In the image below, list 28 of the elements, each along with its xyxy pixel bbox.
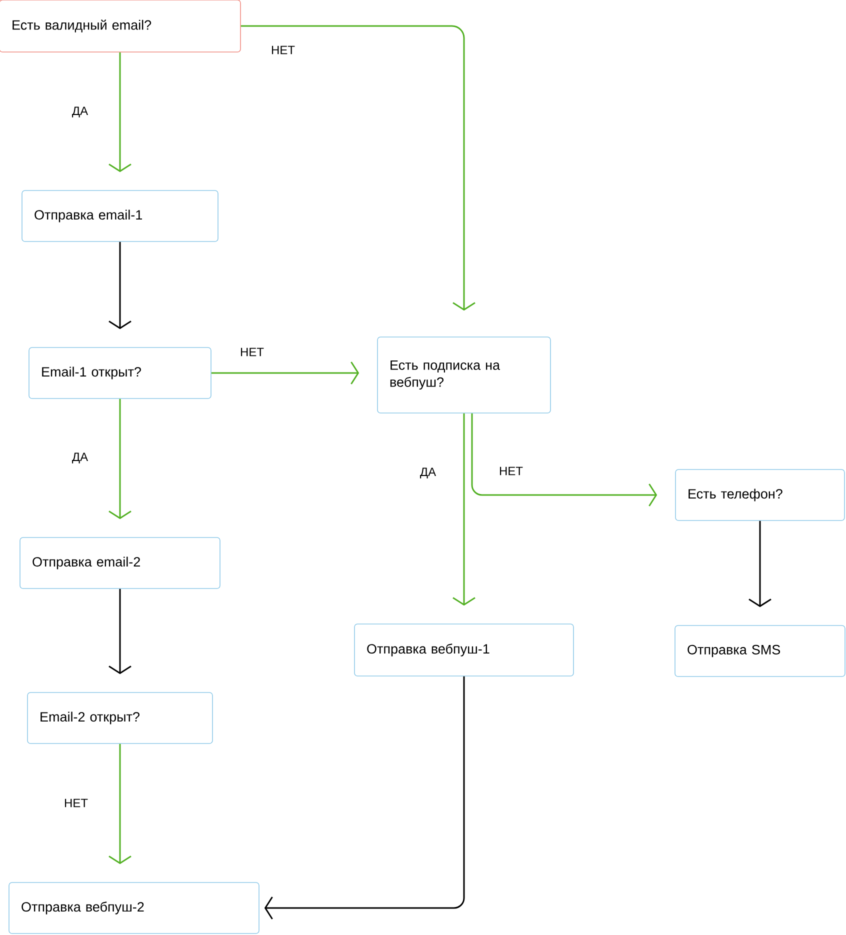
edge-label: НЕТ [63,798,89,808]
edge-label: НЕТ [270,44,296,56]
process-box: Отправка SMS [674,625,846,677]
arrow [108,588,132,674]
arrow [264,676,465,920]
edge-label: ДА [418,466,438,480]
process-box: Отправка вебпуш-1 [354,624,574,676]
decision-box: Email-2 открыт? [27,692,213,744]
arrow [471,413,658,506]
arrow [748,520,772,608]
arrow [211,362,360,384]
decision-box: Есть валидный email? [0,0,241,52]
arrow [452,413,476,606]
arrow [108,744,132,864]
arrow [108,52,132,172]
edge-label: ДА [70,452,90,464]
process-box: Отправка email-1 [22,190,218,242]
edge-label: НЕТ [498,466,524,476]
arrow [108,398,132,520]
decision-box: Email-1 открыт? [28,347,212,399]
arrow [108,242,132,330]
arrow [240,25,476,311]
process-box: Отправка email-2 [20,537,220,589]
process-box: Отправка вебпуш-2 [8,882,260,934]
edge-label: НЕТ [239,346,265,358]
edge-label: ДА [70,106,90,118]
decision-box: Есть подписка на вебпуш? [377,336,551,414]
decision-box: Есть телефон? [675,469,845,521]
